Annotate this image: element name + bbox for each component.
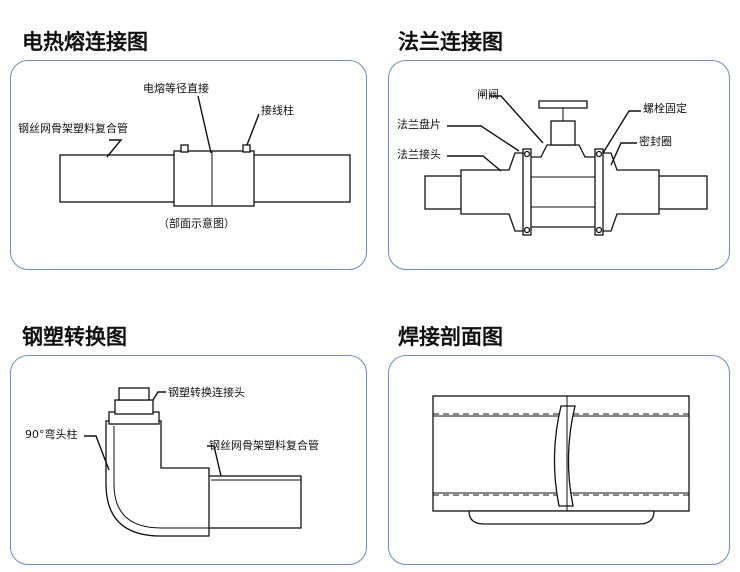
electrofusion-title: 电热熔连接图	[22, 30, 148, 54]
weld-panel	[388, 355, 730, 565]
composite-pipe	[204, 475, 302, 529]
flange-plate-label: 法兰盘片	[397, 117, 441, 131]
valve-bonnet	[550, 120, 576, 146]
flange-panel: 闸阀 法兰盘片 法兰接头 螺栓固定 密封圈	[388, 60, 730, 270]
electrofusion-diagram: 电熔等径直接 接线柱 钢丝网骨架塑料复合管 （部面示意图）	[18, 81, 351, 230]
transition-pipe-label: 钢丝网骨架塑料复合管	[209, 438, 319, 452]
transition-title: 钢塑转换图	[22, 325, 127, 349]
right-flange-joint	[596, 152, 660, 232]
adapter-label: 钢塑转换连接头	[168, 385, 245, 399]
left-flange-joint	[460, 152, 530, 232]
flange-plate-right	[594, 148, 604, 236]
weld-seam	[553, 405, 576, 507]
weld-title: 焊接剖面图	[398, 325, 503, 349]
terminal-label: 接线柱	[261, 103, 294, 117]
electrofusion-panel: 电熔等径直接 接线柱 钢丝网骨架塑料复合管 （部面示意图）	[10, 60, 367, 270]
bolt-label: 螺栓固定	[643, 101, 687, 115]
caption-label: （部面示意图）	[158, 216, 235, 230]
transition-panel: 钢塑转换连接头 90°弯头柱 钢丝网骨架塑料复合管	[10, 355, 367, 565]
flange-joint-label: 法兰接头	[397, 147, 441, 161]
flange-diagram: 闸阀 法兰盘片 法兰接头 螺栓固定 密封圈	[397, 87, 708, 236]
coupler-sleeve	[173, 150, 255, 207]
adapter-body	[114, 399, 154, 415]
valve-label: 闸阀	[477, 87, 499, 101]
elbow	[105, 420, 210, 537]
adapter-thread	[118, 387, 150, 401]
pipe-label: 钢丝网骨架塑料复合管	[18, 121, 128, 135]
weld-bead-bottom	[468, 510, 655, 525]
valve-body	[528, 144, 598, 228]
elbow-label: 90°弯头柱	[25, 427, 78, 441]
coupler-label: 电熔等径直接	[143, 81, 209, 95]
flange-title: 法兰连接图	[398, 30, 503, 54]
terminal-right	[242, 144, 251, 153]
handwheel	[538, 100, 588, 109]
seal-label: 密封圈	[639, 134, 672, 148]
flange-plate-left	[522, 148, 532, 236]
transition-diagram: 钢塑转换连接头 90°弯头柱 钢丝网骨架塑料复合管	[25, 385, 319, 537]
terminal-left	[180, 144, 189, 153]
weld-diagram	[432, 395, 690, 525]
